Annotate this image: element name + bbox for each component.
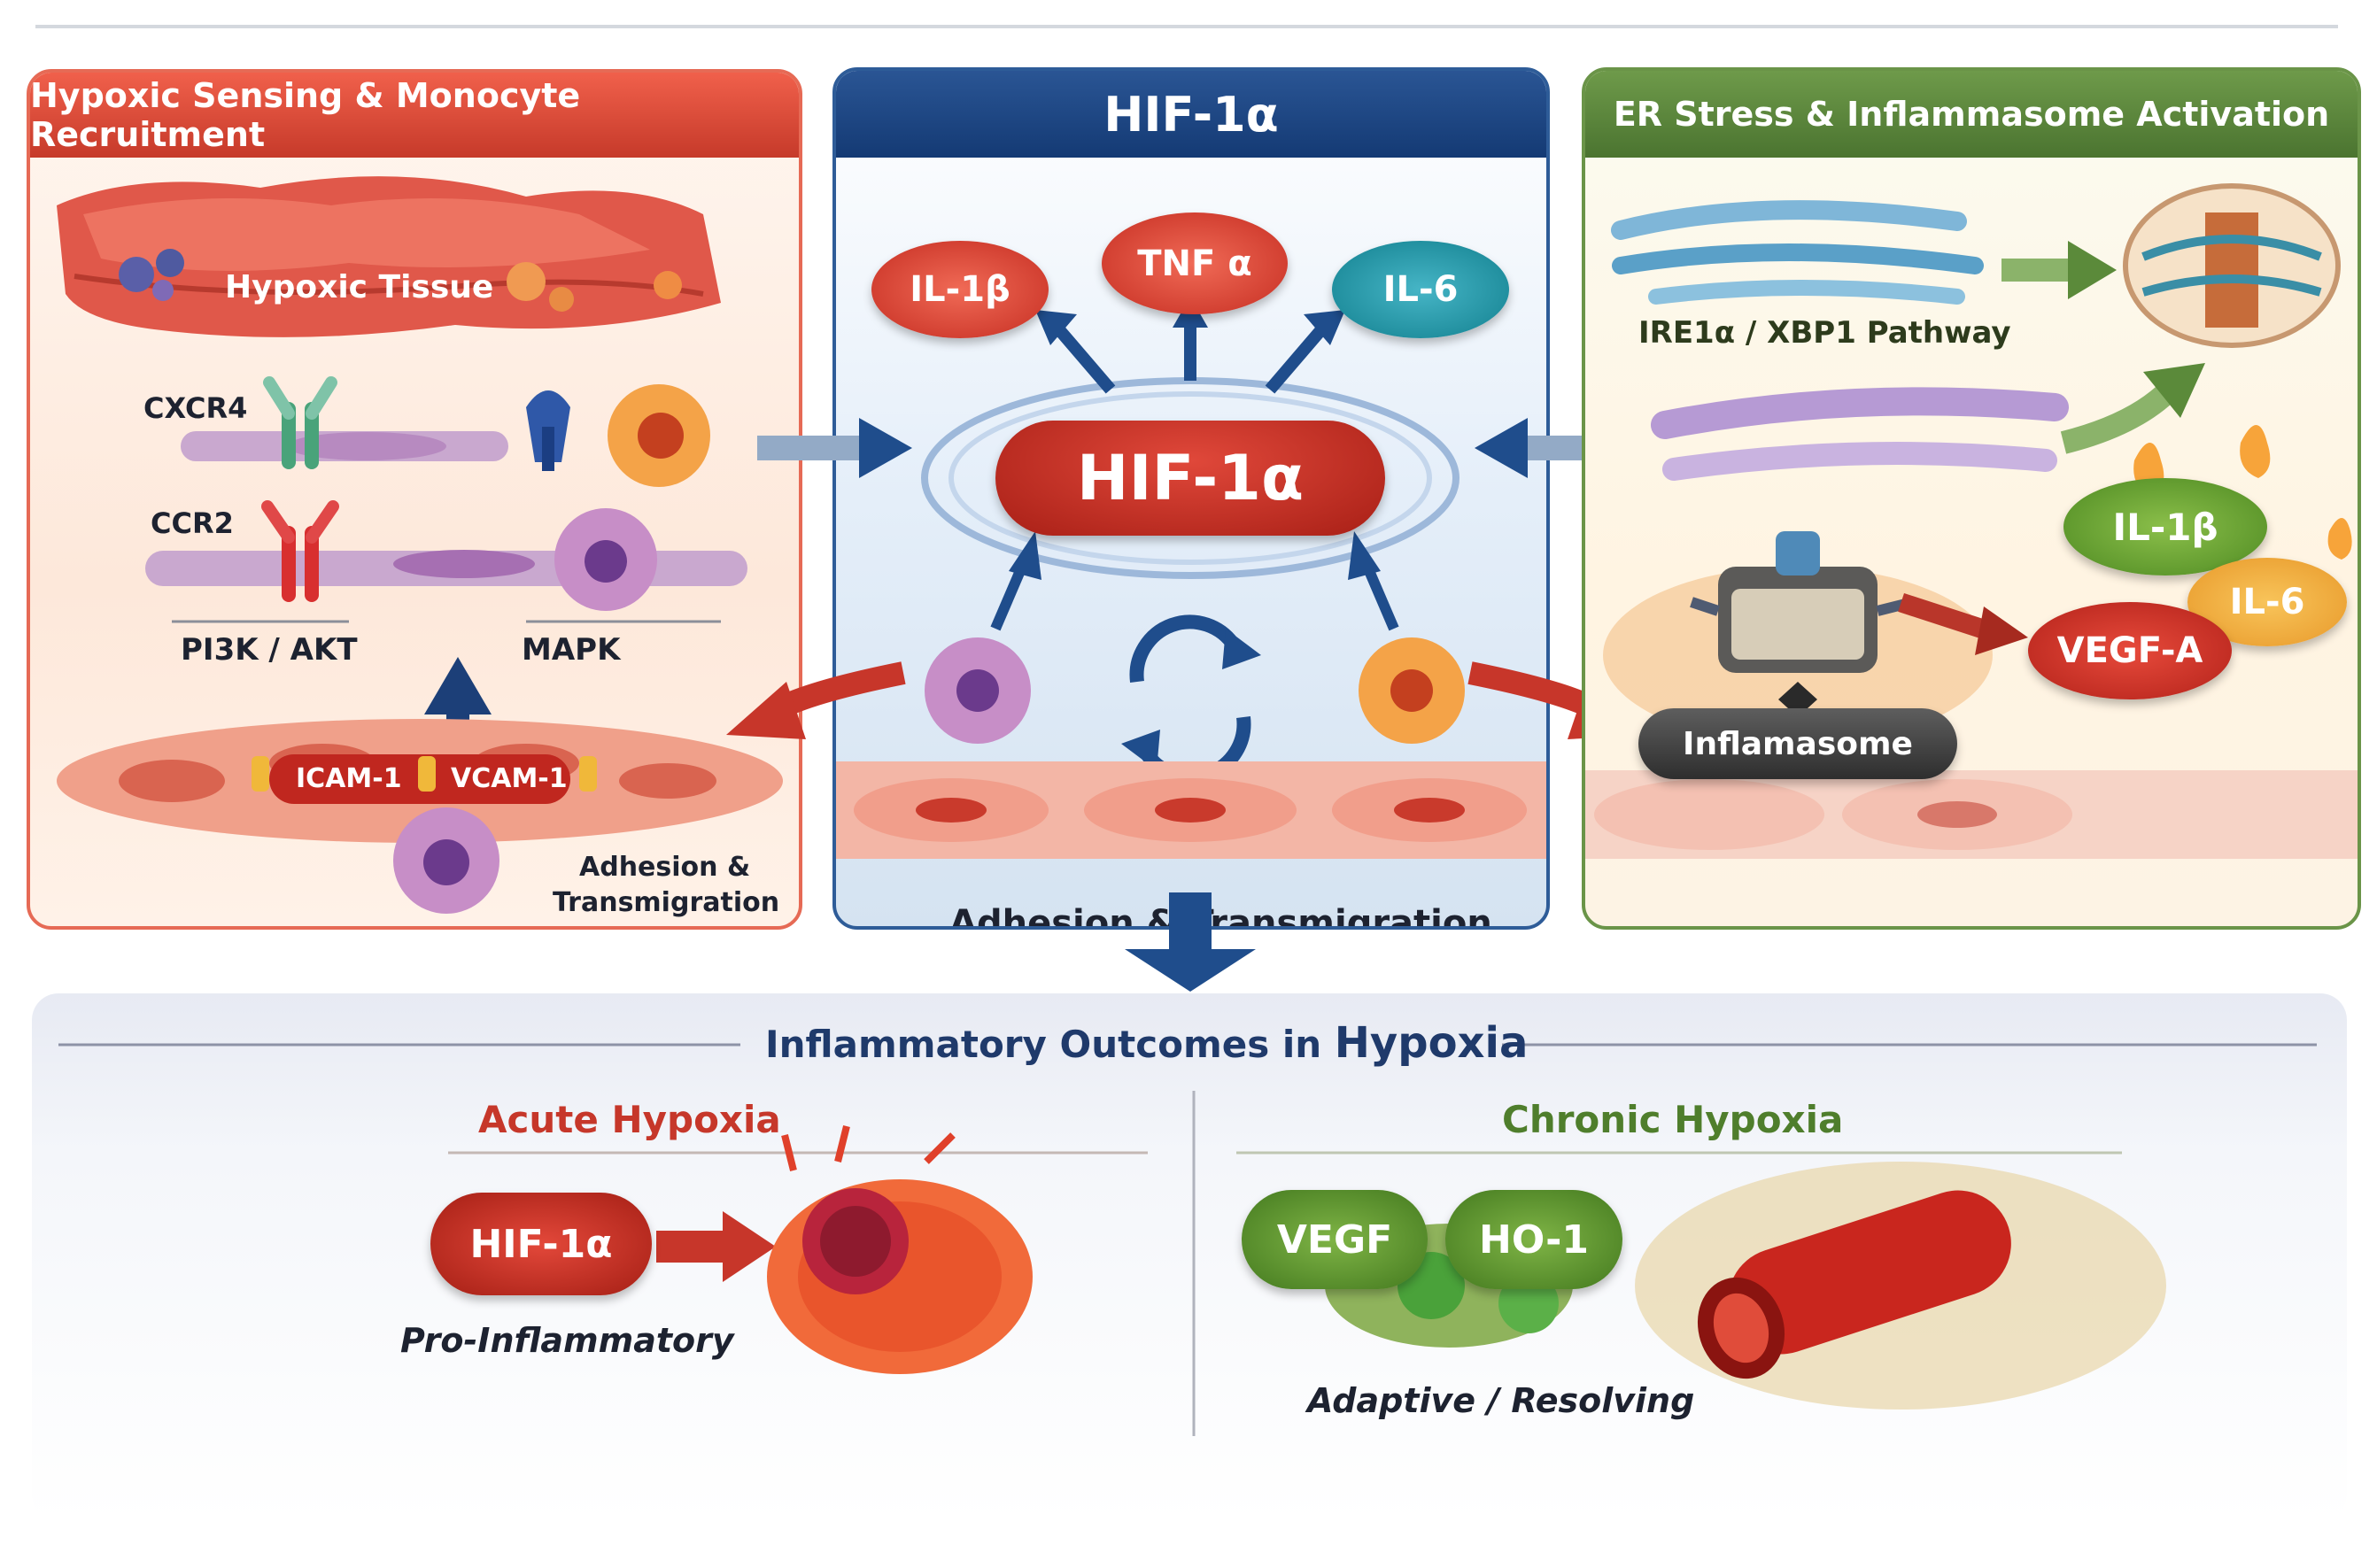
cxcr4-label: CXCR4 — [143, 391, 248, 425]
cxcr4-receptor-icon — [263, 376, 337, 469]
hypoxic-tissue-image — [57, 176, 721, 337]
panel-inflammatory-outcomes: Inflammatory Outcomes in Hypoxia Acute H… — [32, 993, 2347, 1521]
blood-vessel-icon — [1635, 1162, 2166, 1410]
top-divider — [35, 25, 2338, 28]
endothelium — [57, 719, 783, 843]
outcomes-illustration — [58, 1043, 2317, 1436]
outcomes-title: Inflammatory Outcomes in Hypoxia — [765, 1018, 1528, 1068]
panel-hypoxic-sensing-header: Hypoxic Sensing & Monocyte Recruitment — [30, 73, 799, 158]
il6-cytokine-badge: IL-6 — [1332, 241, 1509, 338]
outcomes-title-part2: Hypoxia — [1334, 1018, 1529, 1068]
inflammasome-badge: Inflamasome — [1638, 708, 1957, 779]
adaptive-resolving-label: Adaptive / Resolving — [1307, 1381, 1695, 1420]
green-arrow-up-icon — [2060, 363, 2205, 454]
pi3k-akt-label: PI3K / AKT — [181, 632, 358, 668]
ccr2-label: CCR2 — [151, 506, 234, 540]
ire1a-xbp1-pathway-label: IRE1α / XBP1 Pathway — [1638, 315, 2011, 351]
er-membrane-icon — [1611, 200, 1984, 305]
hif1a-illustration — [836, 297, 1546, 859]
outcomes-title-part1: Inflammatory Outcomes in — [765, 1023, 1322, 1066]
icam-1-label: ICAM-1 — [296, 763, 402, 794]
hypoxic-tissue-label: Hypoxic Tissue — [225, 269, 494, 305]
il1b-cytokine-badge: IL-1β — [871, 241, 1049, 338]
panel-hif1a-header: HIF-1α — [836, 71, 1546, 158]
acute-hif1a-badge: HIF-1α — [430, 1193, 652, 1295]
vcam-1-label: VCAM-1 — [451, 763, 568, 794]
tnfa-cytokine-badge: TNF α — [1102, 212, 1288, 314]
inflamed-cell-icon — [767, 1125, 1033, 1374]
panel-er-stress: ER Stress & Inflammasome Activation — [1582, 67, 2361, 930]
ccr2-receptor-icon — [261, 500, 339, 602]
chronic-hypoxia-title: Chronic Hypoxia — [1502, 1098, 1844, 1141]
mitochondria-icon — [2123, 183, 2341, 348]
il1b-output-badge: IL-1β — [2063, 478, 2267, 575]
ho-1-badge: HO-1 — [1445, 1190, 1622, 1289]
panel-er-stress-header: ER Stress & Inflammasome Activation — [1585, 71, 2358, 158]
red-arrow-to-cytokines-icon — [1898, 593, 2028, 655]
arrow-to-il6-icon — [1265, 310, 1345, 394]
hif1a-hub-badge: HIF-1α — [995, 421, 1385, 536]
acute-hypoxia-title: Acute Hypoxia — [478, 1098, 781, 1141]
mapk-label: MAPK — [522, 632, 621, 668]
er-stress-illustration — [1585, 183, 2358, 859]
monocyte-cell-purple — [554, 508, 657, 611]
adhesion-label-line1: Adhesion & — [579, 852, 751, 883]
adhesion-label-line2: Transmigration — [553, 887, 780, 918]
purple-monocyte-cell — [925, 637, 1031, 744]
orange-monocyte-cell — [1359, 637, 1465, 744]
vegf-a-output-badge: VEGF-A — [2028, 602, 2232, 699]
transmigrating-monocyte — [393, 807, 499, 914]
panel-hif1a: HIF-1α — [832, 67, 1550, 930]
pro-inflammatory-label: Pro-Inflammatory — [400, 1321, 734, 1360]
inflammasome-complex-icon — [1603, 531, 1993, 744]
center-adhesion-label: Adhesion & Transmigration — [949, 903, 1492, 930]
vegf-badge: VEGF — [1242, 1190, 1428, 1289]
cycle-icon — [1121, 614, 1261, 784]
monocyte-cell-orange — [608, 384, 710, 487]
panel-hypoxic-sensing: Hypoxic Sensing & Monocyte Recruitment — [27, 69, 802, 930]
arrow-to-il1b-icon — [1035, 310, 1116, 394]
green-arrow-right-icon — [2001, 241, 2117, 299]
g-protein-receptor-icon — [526, 390, 570, 471]
acute-arrow-icon — [656, 1211, 776, 1282]
hypoxic-sensing-illustration — [57, 176, 783, 914]
